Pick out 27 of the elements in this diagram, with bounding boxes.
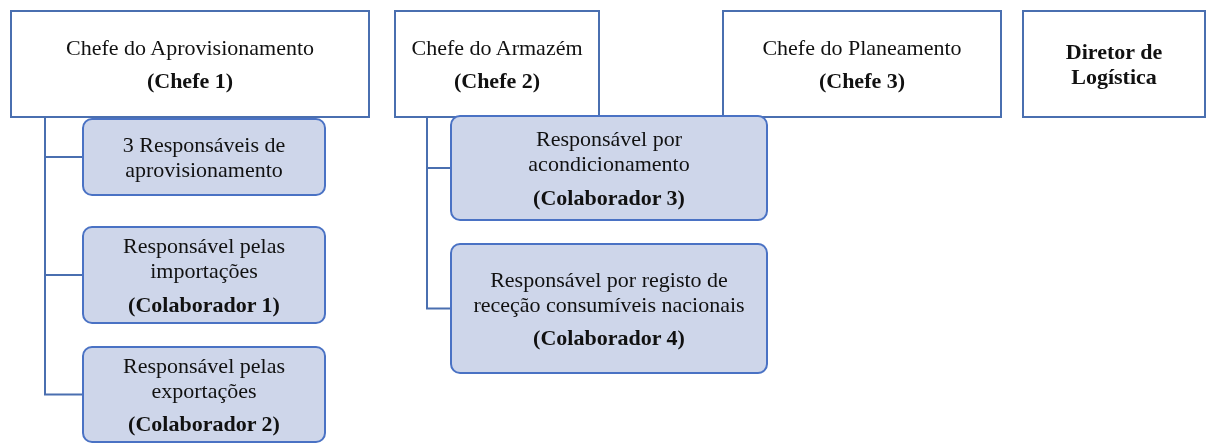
role-tag: (Chefe 1) xyxy=(146,68,234,94)
role-box xyxy=(450,243,768,374)
role-tag: (Colaborador 4) xyxy=(533,325,685,351)
role-title: Diretor de Logística xyxy=(1064,38,1164,90)
role-title: 3 Responsáveis de aprovisionamento xyxy=(121,131,287,183)
role-title: Responsável por acondicionamento xyxy=(527,126,691,177)
role-title: Chefe do Armazém xyxy=(411,34,583,60)
position-box xyxy=(722,10,1002,118)
role-tag: (Colaborador 2) xyxy=(128,411,280,437)
role-tag: (Chefe 3) xyxy=(818,68,906,94)
connector-line xyxy=(426,117,451,310)
position-box xyxy=(1022,10,1206,118)
role-box xyxy=(82,118,326,196)
role-title: Responsável pelas importações xyxy=(122,233,286,284)
connector-line xyxy=(44,117,83,396)
role-title: Responsável por registo de receção consumíveis nacionais xyxy=(472,266,746,318)
position-box xyxy=(394,10,600,118)
position-box xyxy=(10,10,370,118)
role-box xyxy=(82,226,326,324)
role-title: Responsável pelas exportações xyxy=(122,352,286,404)
role-tag: (Colaborador 1) xyxy=(128,291,280,317)
role-tag: (Chefe 2) xyxy=(453,68,541,94)
role-title: Chefe do Aprovisionamento xyxy=(65,34,315,60)
role-tag: (Colaborador 3) xyxy=(533,184,685,210)
role-box xyxy=(82,346,326,443)
role-box xyxy=(450,115,768,221)
role-title: Chefe do Planeamento xyxy=(762,34,962,60)
